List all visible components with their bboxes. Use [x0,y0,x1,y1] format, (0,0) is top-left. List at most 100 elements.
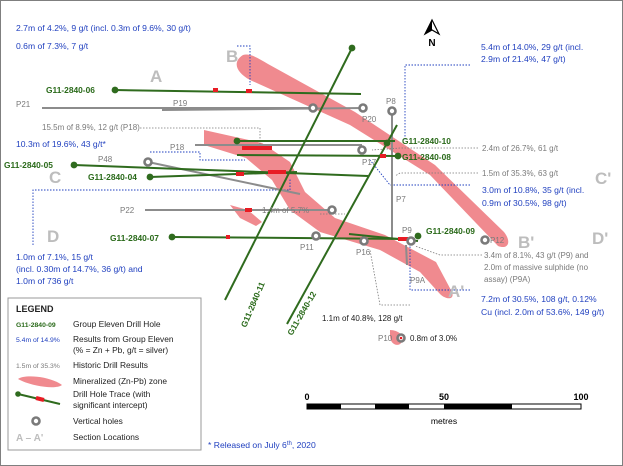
section-b: B [226,47,238,66]
legend-desc-section: Section Locations [73,432,139,442]
result-g10-line1: 5.4m of 14.0%, 29 g/t (incl. [481,42,583,52]
trace-g05 [73,164,369,177]
legend-sym-result: 5.4m of 14.9% [16,337,60,344]
label-g07: G11-2840-07 [110,233,159,243]
legend-trace-intercept [35,396,45,402]
trace-p9a [405,244,408,266]
label-p12: P12 [490,236,505,245]
section-a: A [150,67,162,86]
label-p18: P18 [170,143,185,152]
trace-g12 [286,124,398,325]
label-p16: P16 [356,248,371,257]
section-c: C [49,168,61,187]
label-g08: G11-2840-08 [402,152,451,162]
label-p9a: P9A [410,276,426,285]
result-g05: 10.3m of 19.6%, 43 g/t* [16,139,106,149]
legend-desc-hole: Group Eleven Drill Hole [73,319,161,329]
result-g07-line2: (incl. 0.30m of 14.7%, 36 g/t) and [16,264,143,274]
historic-result-p10: 0.8m of 3.0% [410,334,457,343]
vertical-hole-p8 [387,106,397,116]
vertical-hole-p11 [311,231,321,241]
collar-g07 [168,233,176,241]
trace-g06 [114,89,362,95]
result-g07-line3: 1.0m of 736 g/t [16,276,74,286]
historic-traces [42,107,408,266]
legend-vertical-icon [31,416,41,426]
result-g10-line2: 2.9m of 21.4%, 47 g/t) [481,54,566,64]
vertical-hole-p22 [327,205,337,215]
label-p22: P22 [120,206,135,215]
legend: LEGEND G11-2840-09 Group Eleven Drill Ho… [7,297,202,451]
label-p9: P9 [402,226,412,235]
legend-trace-collar [15,391,21,397]
legend-title: LEGEND [16,304,54,314]
leader-lines [32,45,470,291]
result-g07-line1: 1.0m of 7.1%, 15 g/t [16,252,94,262]
label-p19: P19 [173,99,188,108]
result-g06-line1: 2.7m of 4.2%, 9 g/t (incl. 0.3m of 9.6%,… [16,23,191,33]
collar-g08 [394,152,402,160]
historic-result-p18: 15.5m of 8.9%, 12 g/t (P18) [42,123,140,132]
vertical-hole-p48 [143,157,153,167]
footnote: * Released on July 6th, 2020 [208,440,316,450]
trace-g11 [224,47,353,301]
legend-desc-vertical: Vertical holes [73,416,123,426]
result-g08-line2: 0.9m of 30.5%, 98 g/t) [482,198,567,208]
historic-result-p9-line1: 3.4m of 8.1%, 43 g/t (P9) and [484,251,589,260]
leader-p17 [371,147,478,151]
result-g06-line2: 0.6m of 7.3%, 7 g/t [16,41,89,51]
vertical-hole-p9 [406,236,416,246]
collar-g05 [70,161,78,169]
leader-g05 [150,151,245,161]
label-p48: P48 [98,155,113,164]
label-p11: P11 [300,243,314,252]
result-g09-line1: 7.2m of 30.5%, 108 g/t, 0.12% [481,294,597,304]
label-p7: P7 [396,195,406,204]
section-d: D [47,227,59,246]
leader-g06 [237,45,251,85]
legend-sym-section: A – A' [16,433,43,444]
label-p8: P8 [386,97,396,106]
section-a-prime: A' [448,282,464,301]
collar-g06 [111,86,119,94]
result-g09-line2: Cu (incl. 2.0m of 53.6%, 149 g/t) [481,307,604,317]
trace-p19 [161,107,364,111]
legend-zone-swatch [18,376,62,388]
leader-p7 [394,172,478,177]
label-p10: P10 [378,334,393,343]
scale-tick-50: 50 [439,392,449,402]
label-p20: P20 [362,115,377,124]
label-g04: G11-2840-04 [88,172,137,182]
label-g09: G11-2840-09 [426,226,475,236]
trace-g07 [171,236,416,240]
vertical-hole-p12 [480,235,490,245]
label-p21: P21 [16,100,31,109]
vertical-hole-p19 [308,103,318,113]
historic-result-p16: 1.1m of 40.8%, 128 g/t [322,314,403,323]
scale-tick-0: 0 [304,392,309,402]
historic-result-p7: 1.5m of 35.3%, 63 g/t [482,169,559,178]
scale-tick-100: 100 [573,392,588,402]
legend-sym-hole: G11-2840-09 [16,322,56,329]
section-b-prime: B' [518,233,534,252]
north-arrow-icon [423,18,441,36]
historic-result-p17: 2.4m of 26.7%, 61 g/t [482,144,559,153]
trace-g08 [236,154,399,157]
mineralized-zone-north [236,54,509,248]
legend-desc-result-2: (% = Zn + Pb, g/t = silver) [73,345,168,355]
historic-result-p9-line2: 2.0m of massive sulphide (no [484,263,589,272]
legend-desc-zone: Mineralized (Zn-Pb) zone [73,376,167,386]
vertical-hole-p17 [357,145,367,155]
label-g10: G11-2840-10 [402,136,451,146]
section-d-prime: D' [592,229,608,248]
leader-g07 [32,178,291,245]
collars [70,44,422,241]
legend-sym-historic: 1.5m of 35.3% [16,363,60,370]
legend-desc-historic: Historic Drill Results [73,360,148,370]
collar-g12 [383,139,391,147]
leader-p16 [369,249,410,306]
collar-g09 [414,232,422,240]
legend-box [7,297,202,451]
scale-bar: 0 50 100 metres [304,392,588,426]
